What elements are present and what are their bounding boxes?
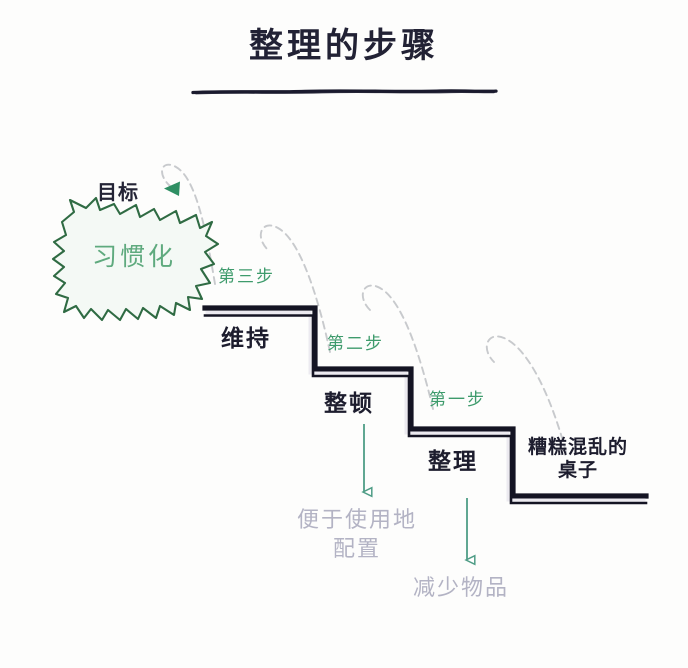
- step-2-name: 整顿: [324, 390, 374, 416]
- flow-arrowhead-icon: [164, 181, 180, 196]
- outcome-step-1-line-1: 减少物品: [413, 575, 510, 600]
- step-1-number: 第一步: [429, 390, 486, 409]
- flow-arc-0: [485, 335, 567, 453]
- outcome-step-1-label: 减少物品: [413, 573, 509, 602]
- outcome-step-2-line-2: 配置: [333, 536, 382, 562]
- step-1-name: 整理: [428, 448, 478, 474]
- flow-arc-2: [259, 224, 331, 353]
- outcome-step-2-label: 便于使用地 配置: [297, 505, 417, 563]
- page-title: 整理的步骤: [249, 27, 439, 65]
- title-underline: [191, 89, 498, 95]
- step-2-number: 第二步: [327, 334, 384, 353]
- messy-desk-line-1: 糟糕混乱的: [528, 437, 629, 458]
- goal-burst-text: 习惯化: [92, 243, 177, 271]
- step-3-number: 第三步: [218, 267, 275, 286]
- messy-desk-label: 糟糕混乱的 桌子: [528, 436, 628, 482]
- messy-desk-line-2: 桌子: [558, 460, 599, 482]
- step-3-name: 维持: [221, 325, 271, 351]
- flow-arc-arrowheads: [164, 181, 180, 196]
- goal-label: 目标: [97, 182, 139, 204]
- outcome-step-2-line-1: 便于使用地: [297, 507, 418, 532]
